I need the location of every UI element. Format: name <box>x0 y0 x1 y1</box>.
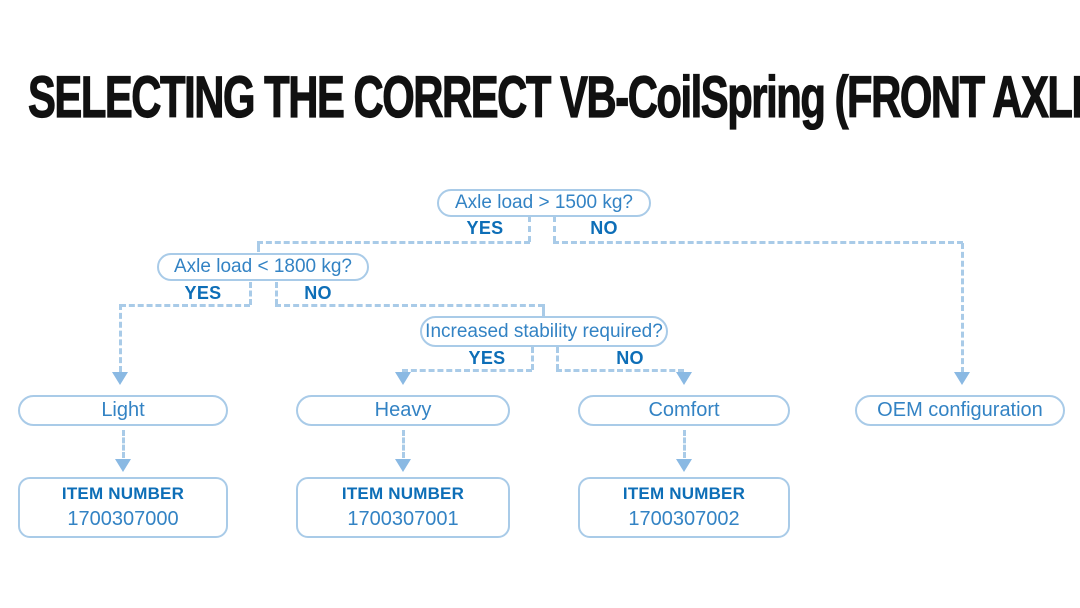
item-number-heading: ITEM NUMBER <box>61 484 185 503</box>
connector-d3-yes-horizontal <box>402 369 532 372</box>
connector-d2-no-horizontal <box>275 304 544 307</box>
outcome-comfort: Comfort <box>578 395 790 426</box>
item-number-heading: ITEM NUMBER <box>341 484 465 503</box>
item-number-box-light: ITEM NUMBER 1700307000 <box>18 477 228 538</box>
connector-heavy-item <box>402 430 405 458</box>
item-number-heading: ITEM NUMBER <box>622 484 746 503</box>
decision2-yes-label: YES <box>184 283 222 303</box>
decision2-no-label: NO <box>304 283 332 303</box>
connector-d2-yes-horizontal <box>120 304 250 307</box>
outcome-oem-configuration: OEM configuration <box>855 395 1065 426</box>
decision-axle-load-gt-1500: Axle load > 1500 kg? <box>437 189 651 217</box>
arrow-down-icon <box>954 372 970 385</box>
item-number-box-comfort: ITEM NUMBER 1700307002 <box>578 477 790 538</box>
item-number-box-heavy: ITEM NUMBER 1700307001 <box>296 477 510 538</box>
item-number-value: 1700307000 <box>67 508 179 530</box>
connector-d1-no-vertical <box>961 243 964 373</box>
decision-axle-load-lt-1800: Axle load < 1800 kg? <box>157 253 369 281</box>
arrow-down-icon <box>676 459 692 472</box>
decision1-yes-label: YES <box>466 218 504 238</box>
connector-d1-yes-drop <box>257 241 260 252</box>
page-title: SELECTING THE CORRECT VB-CoilSpring (FRO… <box>28 64 1080 130</box>
decision-increased-stability: Increased stability required? <box>420 316 668 347</box>
connector-d3-yes-stub <box>531 347 534 370</box>
connector-d3-no-stub <box>556 347 559 370</box>
decision3-no-label: NO <box>616 348 644 368</box>
connector-d2-no-stub <box>275 282 278 305</box>
arrow-down-icon <box>395 372 411 385</box>
arrow-down-icon <box>395 459 411 472</box>
connector-d1-no-horizontal <box>553 241 963 244</box>
outcome-light: Light <box>18 395 228 426</box>
arrow-down-icon <box>676 372 692 385</box>
connector-light-item <box>122 430 125 458</box>
connector-d1-yes-stub <box>528 216 531 242</box>
arrow-down-icon <box>115 459 131 472</box>
decision1-no-label: NO <box>590 218 618 238</box>
outcome-heavy: Heavy <box>296 395 510 426</box>
item-number-value: 1700307001 <box>347 508 459 530</box>
connector-d1-no-stub <box>553 216 556 242</box>
arrow-down-icon <box>112 372 128 385</box>
connector-d2-no-drop <box>542 304 545 316</box>
connector-d2-yes-stub <box>249 282 252 305</box>
decision3-yes-label: YES <box>468 348 506 368</box>
connector-d2-yes-vertical <box>119 304 122 372</box>
item-number-value: 1700307002 <box>628 508 740 530</box>
connector-comfort-item <box>683 430 686 458</box>
connector-d1-yes-horizontal <box>257 241 530 244</box>
connector-d3-no-horizontal <box>556 369 684 372</box>
